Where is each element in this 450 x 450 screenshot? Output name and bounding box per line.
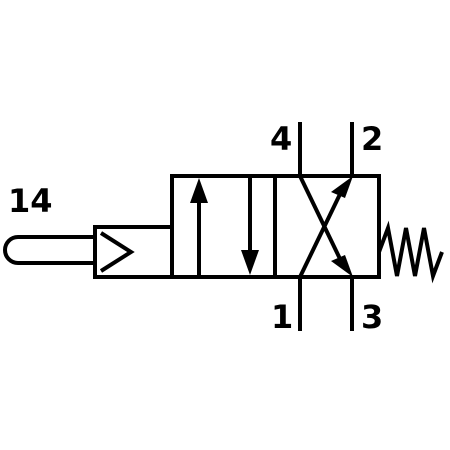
cross-flow-path-a: [298, 175, 344, 264]
port-4-label: 4: [270, 120, 292, 158]
port-2-label: 2: [361, 120, 383, 158]
pilot-port-label: 14: [8, 182, 53, 220]
arrow-up-head: [190, 178, 208, 203]
arrow-down-head: [241, 250, 259, 275]
pilot-line: [3, 235, 95, 265]
spring-icon: [377, 220, 444, 284]
cross-flow-path-b: [298, 189, 344, 278]
arrow-to-port-2-head: [331, 176, 353, 198]
port-1-label: 1: [271, 298, 293, 336]
pilot-triangle-icon: [99, 231, 135, 273]
port-3-label: 3: [361, 298, 383, 336]
arrow-to-port-3-head: [331, 255, 353, 277]
